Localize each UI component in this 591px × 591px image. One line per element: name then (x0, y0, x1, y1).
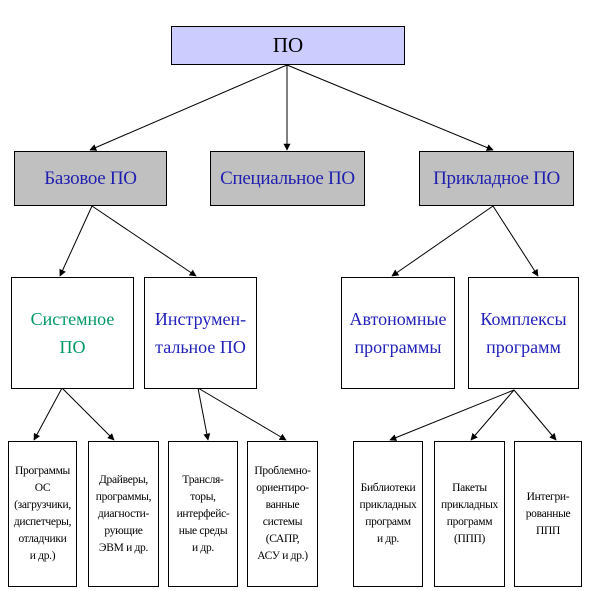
leaf-problem-oriented: Проблемно- ориентиро- ванные системы (СА… (247, 441, 318, 587)
node-basic-po: Базовое ПО (14, 151, 167, 206)
node-program-complexes: Комплексы программ (468, 277, 579, 389)
arrow-complexes-packages (470, 389, 515, 441)
arrow-complexes-integrated (513, 389, 557, 441)
node-tools-po: Инструмен- тальное ПО (144, 277, 257, 389)
arrow-system-os (33, 387, 63, 441)
arrow-tools-problem (197, 387, 287, 441)
node-special-po: Специальное ПО (210, 151, 365, 206)
leaf-drivers: Драйверы, программы, диагности- рующие Э… (88, 441, 159, 587)
leaf-translators: Трансля- торы, интерфейс- ные среды и др… (168, 441, 238, 587)
arrow-applied-autonomous (391, 205, 494, 277)
node-autonomous-programs: Автономные программы (341, 277, 455, 389)
leaf-os-programs: Программы ОС (загрузчики, диспетчеры, от… (8, 441, 77, 587)
arrow-basic-system (59, 205, 93, 277)
node-po-root: ПО (171, 26, 405, 65)
arrow-complexes-libraries (389, 389, 515, 441)
node-applied-po: Прикладное ПО (419, 151, 574, 206)
leaf-integrated: Интегри- рованные ППП (514, 441, 582, 587)
arrow-system-drivers (61, 387, 115, 441)
leaf-packages: Пакеты прикладных программ (ППП) (434, 441, 505, 587)
arrow-tools-translators (197, 387, 211, 441)
arrow-basic-tools (91, 205, 197, 277)
leaf-libraries: Библиотеки прикладных программ и др. (353, 441, 423, 587)
arrow-root-basic (89, 64, 288, 151)
node-system-po: Системное ПО (11, 277, 134, 389)
arrow-applied-complexes (492, 205, 539, 277)
arrow-root-applied (286, 64, 494, 151)
